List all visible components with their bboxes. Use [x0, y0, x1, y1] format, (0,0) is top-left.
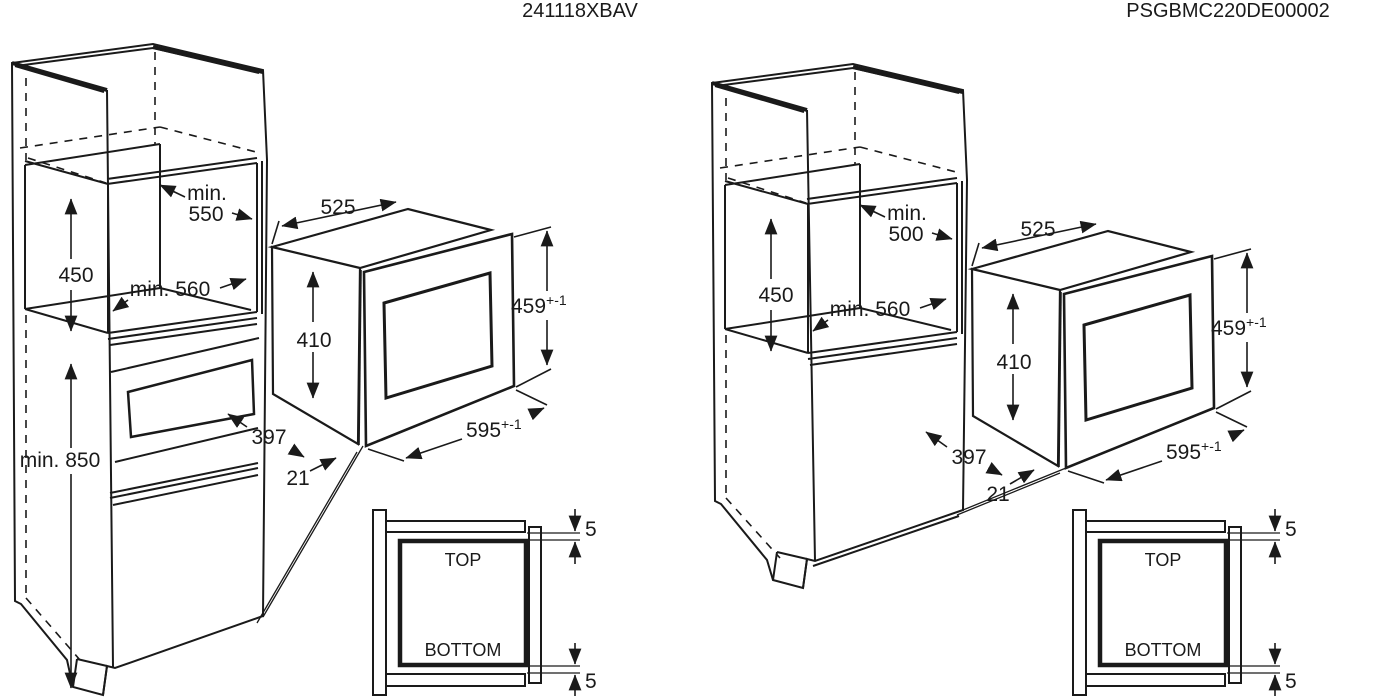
cabinet-dimensions-left: 450 min. 850 min. 550 min. 560 397 21	[20, 182, 337, 689]
gap-bottom-label: 5	[585, 670, 597, 693]
diagram-right: 450 min. 500 min. 560 397 21	[710, 62, 1297, 696]
protrusion-label: 21	[986, 483, 1009, 506]
microwave-door-window	[382, 271, 494, 401]
cabinet-outline	[10, 42, 269, 697]
microwave-unit-right	[972, 218, 1267, 483]
section-bottom-rail	[385, 673, 526, 687]
dim-line-depth-b	[985, 462, 1003, 476]
niche-width-label: min. 560	[830, 298, 911, 321]
front-width-label: 595+-1	[466, 416, 522, 442]
depth-label: 397	[951, 446, 986, 469]
dim-line-depth-a	[925, 431, 948, 448]
cabinet-base	[710, 62, 1067, 590]
dim-line-depth-b	[287, 443, 305, 458]
cabinet-thick-edges	[11, 45, 264, 92]
cabinet-dimensions-right: 450 min. 500 min. 560 397 21	[758, 202, 1035, 506]
leader-protrusion	[309, 457, 337, 472]
cabinet-hidden-lines	[19, 52, 257, 661]
section-gap-lines	[527, 532, 580, 674]
drawing-code-left: 241118XBAV	[522, 0, 638, 22]
drawing-code-right: PSGBMC220DE00002	[1126, 0, 1329, 22]
niche-depth-min-label: min.	[887, 202, 927, 225]
leader-protrusion	[1009, 469, 1035, 485]
niche-height-label: 450	[758, 284, 793, 307]
niche-depth-label: 550	[188, 203, 223, 226]
gap-top-label: 5	[585, 518, 597, 541]
depth-label: 397	[251, 426, 286, 449]
leader-niche-width-b	[919, 297, 947, 311]
niche-depth-min-label: min.	[187, 182, 227, 205]
section-bottom-label: BOTTOM	[425, 640, 502, 660]
body-height-label: 410	[296, 329, 331, 352]
leader-niche-width-b	[219, 277, 247, 291]
cabinet-hidden-lines	[719, 72, 957, 559]
leader-niche-depth-a	[859, 204, 886, 218]
leader-niche-depth-b	[931, 228, 953, 241]
oven-door-window	[126, 358, 256, 439]
dim-line-depth-a	[227, 413, 248, 428]
dim-line-width	[281, 198, 397, 230]
leader-niche-width-a	[112, 296, 130, 312]
dim-line-front-width-left	[405, 438, 463, 460]
leader-niche-depth-a	[159, 184, 186, 198]
section-front-bar	[528, 526, 542, 684]
ext-line-front-width-right	[515, 389, 548, 406]
section-top-rail	[385, 520, 526, 533]
protrusion-label: 21	[286, 467, 309, 490]
ext-line-front-width-left	[367, 448, 405, 462]
section-detail: TOP BOTTOM 5 5	[372, 509, 597, 696]
front-plane-extension-lines	[256, 445, 364, 624]
section-detail-right	[1073, 509, 1297, 696]
front-plane-extension-lines	[956, 467, 1067, 516]
niche-depth-label: 500	[888, 223, 923, 246]
microwave-dimensions: 525 410 459+-1 595+-1	[271, 196, 567, 462]
ext-line-front-height-top	[513, 226, 552, 238]
section-wall-bar	[372, 509, 387, 696]
niche-width-label: min. 560	[130, 278, 211, 301]
dim-line-front-width-right	[527, 407, 545, 421]
width-label: 525	[320, 196, 355, 219]
leader-niche-width-a	[812, 316, 830, 332]
front-height-label: 459+-1	[511, 292, 567, 318]
diagram-left: 450 min. 850 min. 550 min. 560 397 21	[10, 42, 597, 697]
leader-niche-depth-b	[231, 208, 253, 221]
floor-clearance-label: min. 850	[20, 449, 101, 472]
microwave-door-edge	[358, 269, 362, 446]
section-top-label: TOP	[445, 550, 482, 570]
header: 241118XBAV PSGBMC220DE00002	[522, 0, 1330, 22]
ext-line-front-height-bottom	[515, 368, 552, 388]
ext-line-width	[271, 220, 280, 245]
cabinet-thick-edges	[711, 65, 964, 112]
microwave-unit: 525 410 459+-1 595+-1	[267, 196, 567, 462]
niche-height-label: 450	[58, 264, 93, 287]
section-appliance-box	[397, 538, 529, 668]
